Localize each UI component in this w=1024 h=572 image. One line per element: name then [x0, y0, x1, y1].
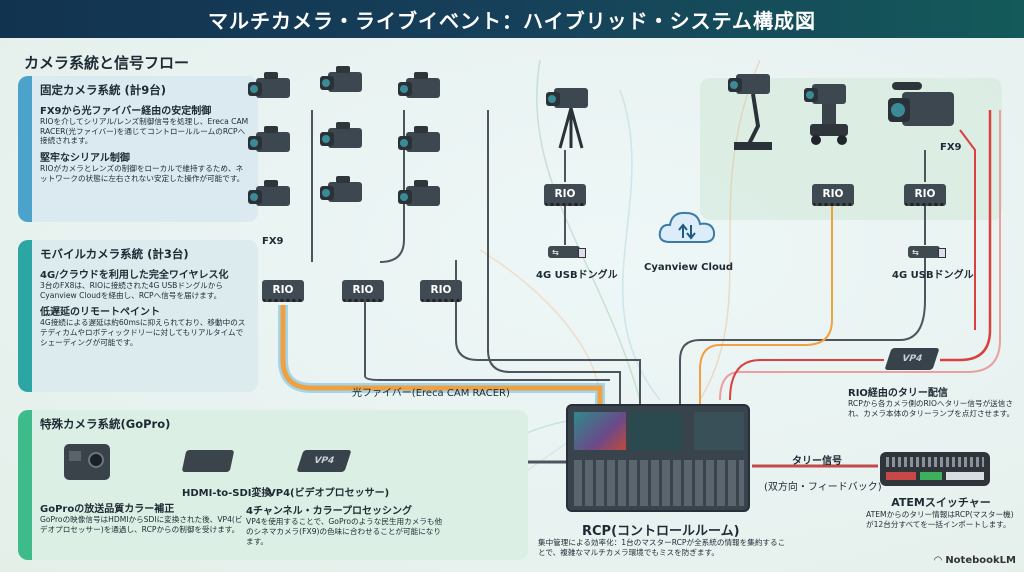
item-heading: 堅牢なシリアル制御 [40, 153, 130, 165]
usb-dongle-icon: ⇆ [548, 246, 586, 258]
dolly-camera-icon [804, 76, 854, 156]
item-text: 3台のFX8は、RIOに接続された4G USBドングルからCyanview Cl… [40, 281, 223, 300]
tally-signal-sub: (双方向・フィードバック) [764, 482, 882, 493]
rio-box: RIO [420, 280, 462, 302]
rcp-text: 集中管理による効率化：1台のマスターRCPが全系統の情報を集約することで、複雑な… [538, 538, 786, 557]
cloud-label: Cyanview Cloud [644, 262, 734, 273]
camera-icon [248, 178, 294, 212]
rio-box: RIO [812, 184, 854, 206]
fx9-label: FX9 [262, 236, 284, 247]
monitor-icon [630, 412, 682, 450]
flow-line [619, 89, 661, 401]
panel-title: モバイルカメラ系統 (計3台) [40, 247, 189, 261]
panel-title: 固定カメラ系統 (計9台) [40, 83, 167, 97]
fiber-label: 光ファイバー(Ereca CAM RACER) [352, 388, 510, 399]
fx9-camera-icon [888, 80, 958, 136]
monitor-icon [694, 412, 744, 450]
rcp-title: RCP(コントロールルーム) [582, 524, 740, 539]
atem-switcher-icon [880, 452, 990, 486]
page-title: マルチカメラ・ライブイベント：ハイブリッド・システム構成図 [208, 8, 816, 33]
gopro-camera-icon [64, 444, 110, 480]
item-text: GoProの映像信号はHDMIからSDIに変換された後、VP4(ビデオプロセッサ… [40, 515, 243, 534]
camera-cable [379, 110, 405, 263]
vp4-label: VP4(ビデオプロセッサー) [268, 488, 390, 499]
camera-icon [320, 174, 366, 208]
title-bar: マルチカメラ・ライブイベント：ハイブリッド・システム構成図 [0, 0, 1024, 38]
rio-box: RIO [262, 280, 304, 302]
flow-line [699, 59, 761, 401]
usb-dongle-icon: ⇆ [908, 246, 946, 258]
special-camera-panel: 特殊カメラ系統(GoPro) [18, 410, 528, 560]
vp4-device-icon: VP4 [296, 450, 352, 472]
atem-text: ATEMからのタリー情報はRCP(マスター機)が12台分すべてを一括インポートし… [866, 510, 1014, 529]
item-text: RIOを介してシリアル/レンズ制御信号を処理し、Ereca CAM RACER(… [40, 117, 249, 146]
mobile-camera-panel: モバイルカメラ系統 (計3台) 4G/クラウドを利用した完全ワイヤレス化 3台の… [18, 240, 258, 392]
hdmi-sdi-converter-icon [181, 450, 235, 472]
tally-signal-label: タリー信号 [792, 456, 842, 467]
item-heading: 4チャンネル・カラープロセッシング [246, 506, 413, 517]
tally-heading: RIO経由のタリー配信 [848, 388, 948, 399]
hdmi-sdi-label: HDMI-to-SDI変換 [182, 488, 272, 499]
rio-box: RIO [544, 184, 586, 206]
tally-line [729, 359, 884, 401]
camera-cable [679, 258, 926, 404]
notebooklm-logo-icon: ◠ [934, 555, 946, 566]
item-text: RIOがカメラとレンズの制御をローカルで維持するため、ネットワークの状態に左右さ… [40, 164, 245, 183]
tally-description: RIO経由のタリー配信 RCPから各カメラ側のRIOへタリー信号が送信され、カメ… [848, 384, 1016, 419]
camera-cable [487, 110, 621, 404]
orange-cable [699, 206, 833, 404]
flow-line [536, 59, 641, 401]
vp4-description: 4チャンネル・カラープロセッシング VP4を使用することで、GoProのような民… [246, 502, 446, 547]
camera-icon [398, 178, 444, 212]
rcp-console-icon [566, 404, 750, 512]
fx9-label: FX9 [940, 142, 962, 153]
vp4-tally-icon: VP4 [884, 348, 940, 370]
camera-icon [320, 64, 366, 98]
camera-icon [248, 124, 294, 158]
camera-cable [455, 300, 641, 404]
tally-text: RCPから各カメラ側のRIOへタリー信号が送信され、カメラ本体のタリーランプを点… [848, 399, 1015, 418]
camera-icon [320, 120, 366, 154]
control-buttons [574, 460, 744, 506]
item-text: 4G接続による遅延は約60msに抑えられており、移動中のステディカムやロボティッ… [40, 318, 246, 347]
camera-cable [364, 300, 610, 381]
item-heading: 低遅延のリモートペイント [40, 307, 160, 319]
dongle-label: 4G USBドングル [536, 270, 618, 281]
tally-line [940, 110, 992, 362]
section-heading: カメラ系統と信号フロー [24, 54, 190, 72]
dongle-label: 4G USBドングル [892, 270, 974, 281]
fiber-cable-core [280, 305, 603, 404]
atem-description: ATEMスイッチャー ATEMからのタリー情報はRCP(マスター機)が12台分す… [866, 494, 1016, 530]
rcp-description: 集中管理による効率化：1台のマスターRCPが全系統の情報を集約することで、複雑な… [538, 538, 788, 558]
gopro-description: GoProの放送品質カラー補正 GoProの映像信号はHDMIからSDIに変換さ… [40, 500, 250, 535]
camera-icon [248, 70, 294, 104]
panel-title: 特殊カメラ系統(GoPro) [40, 417, 171, 431]
item-heading: FX9から光ファイバー経由の安定制御 [40, 106, 212, 117]
notebooklm-branding: ◠ NotebookLM [934, 555, 1016, 566]
camera-icon [398, 70, 444, 104]
tally-line [719, 110, 1001, 401]
steadicam-camera-icon [728, 66, 778, 156]
rio-box: RIO [904, 184, 946, 206]
item-heading: 4G/クラウドを利用した完全ワイヤレス化 [40, 270, 229, 281]
fixed-camera-panel: 固定カメラ系統 (計9台) FX9から光ファイバー経由の安定制御 RIOを介して… [18, 76, 258, 222]
rio-box: RIO [342, 280, 384, 302]
monitor-icon [574, 412, 626, 450]
atem-heading: ATEMスイッチャー [891, 496, 991, 509]
item-heading: GoProの放送品質カラー補正 [40, 504, 175, 515]
tally-line [959, 129, 976, 330]
tripod-camera-icon [546, 80, 596, 149]
camera-icon [398, 124, 444, 158]
branding-text: NotebookLM [945, 555, 1016, 566]
cyanview-cloud-icon [656, 206, 718, 246]
item-text: VP4を使用することで、GoProのような民生用カメラも他のシネマカメラ(FX9… [246, 517, 443, 546]
